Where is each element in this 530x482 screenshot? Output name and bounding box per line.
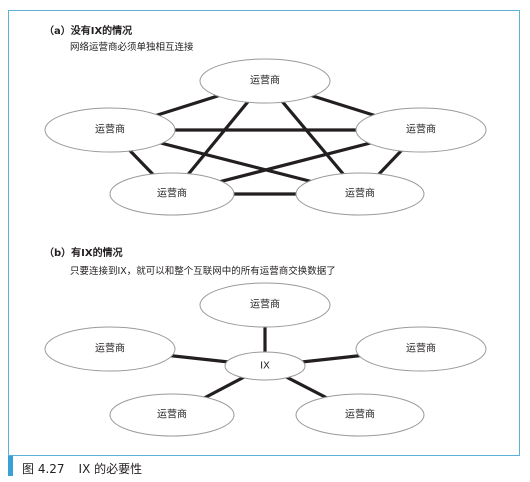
- operator-node: [109, 172, 235, 216]
- operator-label: 运营商: [406, 342, 436, 355]
- operator-node: [44, 107, 176, 153]
- caption-number: 图 4.27: [22, 462, 65, 476]
- ix-hub-label: IX: [260, 361, 270, 372]
- section-b-title: （b）有IX的情况: [44, 248, 123, 259]
- operator-label: 运营商: [250, 298, 280, 311]
- operator-node: [355, 107, 487, 153]
- operator-node: [109, 393, 235, 437]
- figure-caption: 图 4.27 IX 的必要性: [22, 460, 142, 477]
- ix-star-nodes: [44, 282, 487, 437]
- operator-label: 运营商: [345, 187, 375, 200]
- operator-node: [199, 282, 331, 328]
- operator-label: 运营商: [157, 187, 187, 200]
- operator-node: [295, 393, 425, 437]
- operator-label: 运营商: [95, 342, 125, 355]
- caption-accent-bar: [8, 456, 13, 476]
- operator-label: 运营商: [157, 408, 187, 421]
- mesh-nodes: [44, 58, 487, 216]
- operator-node: [295, 172, 425, 216]
- section-b-subtitle: 只要连接到IX，就可以和整个互联网中的所有运营商交换数据了: [70, 266, 336, 277]
- section-a-title: （a）没有IX的情况: [44, 26, 133, 37]
- operator-label: 运营商: [406, 123, 436, 136]
- operator-node: [44, 326, 176, 372]
- ix-hub-node: [224, 351, 306, 381]
- section-a-subtitle: 网络运营商必须单独相互连接: [70, 42, 194, 53]
- caption-title: IX 的必要性: [78, 462, 143, 476]
- operator-node: [355, 326, 487, 372]
- operator-label: 运营商: [345, 408, 375, 421]
- operator-label: 运营商: [250, 74, 280, 87]
- operator-label: 运营商: [95, 123, 125, 136]
- operator-node: [199, 58, 331, 104]
